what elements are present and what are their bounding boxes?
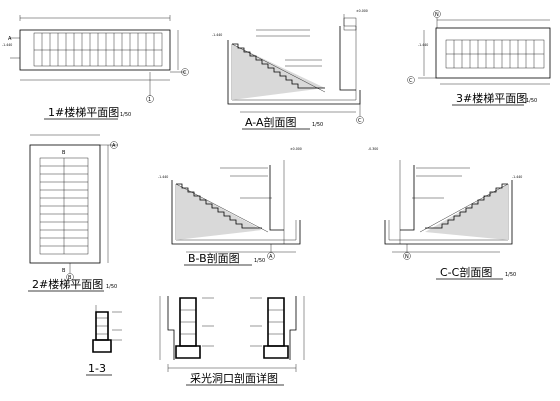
axis-label: C bbox=[358, 118, 362, 124]
plan-1-title: 1#楼梯平面图 bbox=[48, 105, 119, 119]
level-mark: -1.440 bbox=[212, 33, 222, 37]
axis-bubble bbox=[110, 141, 118, 149]
axis-label: B bbox=[68, 275, 72, 281]
plan-3-scale: 1/50 bbox=[526, 98, 537, 104]
level-mark: -1.440 bbox=[158, 175, 168, 179]
axis-bubble bbox=[433, 10, 441, 18]
detail-light-opening-drawing bbox=[159, 296, 305, 372]
section-bb-scale: 1/50 bbox=[254, 258, 265, 264]
section-aa-title: A-A剖面图 bbox=[245, 115, 297, 129]
section-cc-scale: 1/50 bbox=[505, 272, 516, 278]
section-aa-drawing bbox=[227, 14, 364, 124]
plan-3-title-group: 3#楼梯平面图 1/50 bbox=[452, 91, 537, 106]
axis-label: A bbox=[269, 254, 273, 260]
section-cc-drawing bbox=[384, 160, 513, 260]
detail-1-3-title: 1-3 bbox=[88, 362, 106, 375]
cut-mark-label: A bbox=[8, 36, 12, 42]
section-bb-drawing bbox=[171, 160, 301, 260]
level-mark: -1.440 bbox=[512, 175, 522, 179]
axis-bubble bbox=[66, 273, 74, 281]
axis-label: C bbox=[409, 78, 413, 84]
axis-label: A bbox=[112, 143, 116, 149]
plan-2-drawing bbox=[29, 134, 118, 281]
level-mark: -0.300 bbox=[368, 147, 378, 151]
axis-bubble bbox=[146, 95, 154, 103]
plan-3-drawing bbox=[407, 10, 551, 85]
detail-1-3-title-group: 1-3 bbox=[86, 362, 112, 376]
axis-label: N bbox=[405, 254, 409, 260]
section-aa-title-group: A-A剖面图 1/50 bbox=[242, 115, 323, 130]
plan-1-scale: 1/50 bbox=[120, 112, 131, 118]
plan-2-title-group: 2#楼梯平面图 1/50 bbox=[28, 277, 117, 292]
level-mark: -1.440 bbox=[2, 43, 12, 47]
plan-3-title: 3#楼梯平面图 bbox=[456, 91, 527, 105]
plan-1-title-group: 1#楼梯平面图 1/50 bbox=[44, 105, 131, 120]
detail-light-opening-title: 采光洞口剖面详图 bbox=[190, 371, 278, 385]
detail-1-3-drawing bbox=[92, 305, 122, 353]
plan-1-drawing bbox=[10, 15, 189, 103]
axis-bubble bbox=[403, 252, 411, 260]
axis-label: C bbox=[183, 70, 187, 76]
detail-light-opening-title-group: 采光洞口剖面详图 bbox=[186, 371, 284, 386]
cut-mark-label: B bbox=[62, 268, 66, 274]
cut-mark-label: B bbox=[62, 150, 66, 156]
axis-bubble bbox=[267, 252, 275, 260]
axis-bubble bbox=[407, 76, 415, 84]
level-mark: -1.440 bbox=[418, 43, 428, 47]
section-cc-title: C-C剖面图 bbox=[440, 265, 492, 279]
axis-label: N bbox=[435, 12, 439, 18]
section-cc-title-group: C-C剖面图 1/50 bbox=[436, 265, 516, 280]
axis-bubble bbox=[181, 68, 189, 76]
section-bb-title-group: B-B剖面图 1/50 bbox=[184, 251, 265, 266]
section-bb-title: B-B剖面图 bbox=[188, 251, 240, 265]
axis-label: 1 bbox=[148, 97, 151, 103]
axis-bubble bbox=[356, 116, 364, 124]
level-mark: ±0.000 bbox=[356, 9, 368, 13]
plan-2-scale: 1/50 bbox=[106, 284, 117, 290]
plan-2-title: 2#楼梯平面图 bbox=[32, 277, 103, 291]
level-mark: ±0.000 bbox=[290, 147, 302, 151]
section-aa-scale: 1/50 bbox=[312, 122, 323, 128]
